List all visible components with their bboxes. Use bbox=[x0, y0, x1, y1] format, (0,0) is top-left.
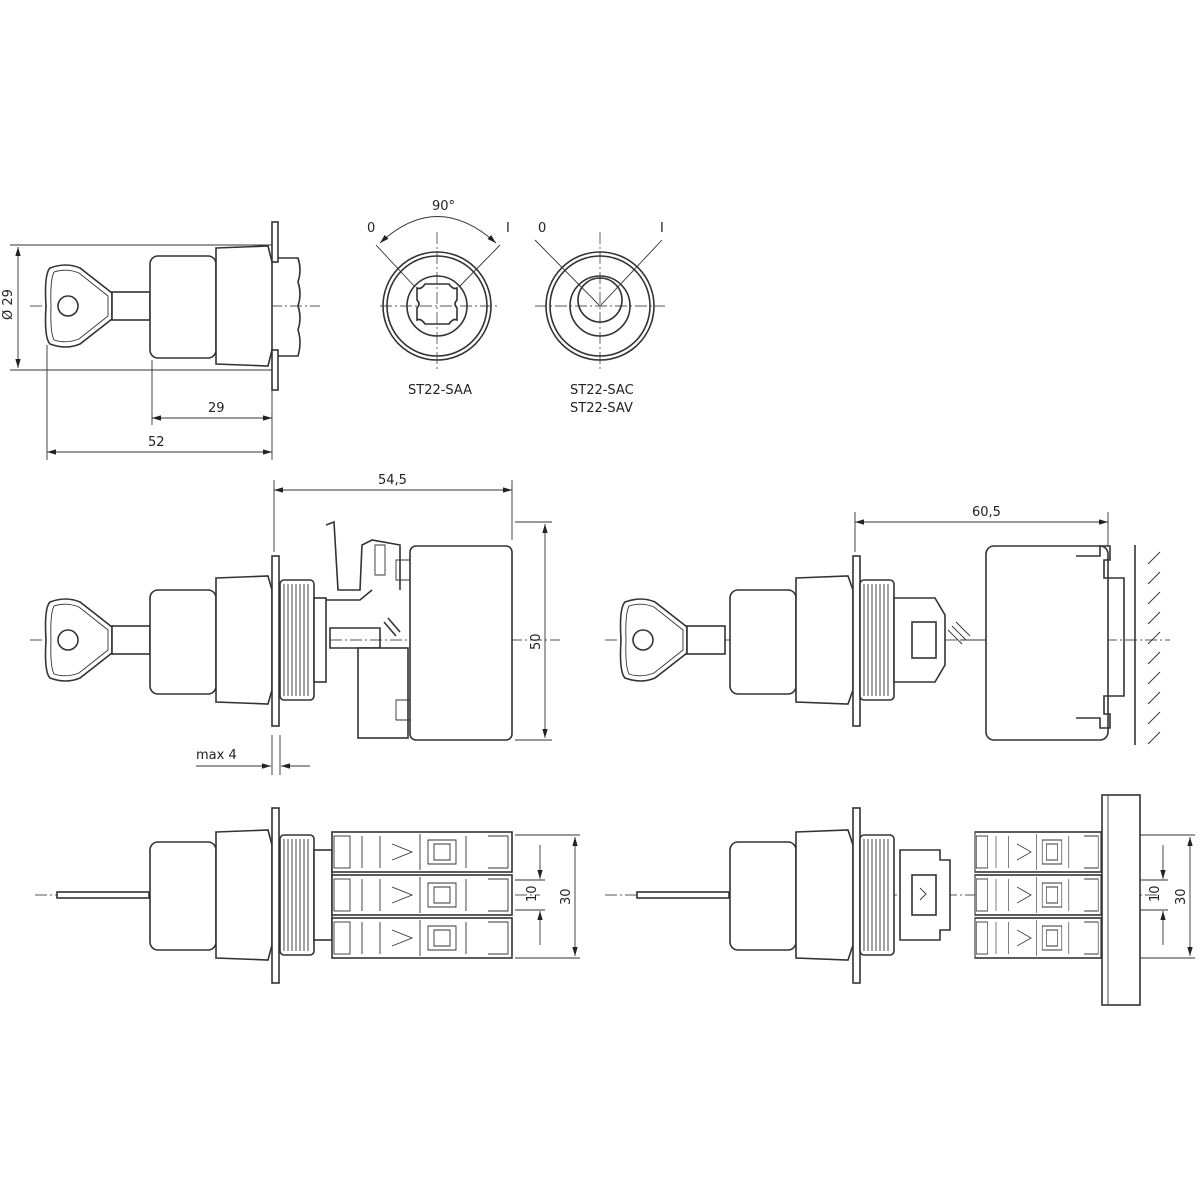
position-diagram-saa: 90° 0 I ST22-SAA bbox=[367, 199, 510, 398]
dim-body-length-label: 29 bbox=[208, 401, 225, 416]
top-profile-view: Ø 29 29 52 bbox=[1, 221, 320, 460]
dim-pitch-label: 10 bbox=[525, 885, 540, 902]
position-on-label: I bbox=[506, 221, 510, 236]
dim-width-label: 30 bbox=[559, 888, 574, 905]
dim-depth-label-2: 60,5 bbox=[972, 505, 1001, 520]
dim-panel-thickness-label: max 4 bbox=[196, 748, 237, 763]
dim-pitch-label-2: 10 bbox=[1148, 885, 1163, 902]
position-off-label: 0 bbox=[367, 221, 375, 236]
bottom-view-right: 10 30 bbox=[605, 794, 1195, 1006]
variant-sac-label: ST22-SAC bbox=[570, 383, 634, 398]
position-off-label-2: 0 bbox=[538, 221, 546, 236]
variant-sav-label: ST22-SAV bbox=[570, 401, 633, 416]
angle-label: 90° bbox=[432, 199, 455, 214]
position-diagram-sac-sav: 0 I ST22-SAC ST22-SAV bbox=[534, 221, 665, 416]
dim-depth-label: 54,5 bbox=[378, 473, 407, 488]
side-view-right: 60,5 bbox=[605, 505, 1170, 745]
dim-height-label: 50 bbox=[529, 633, 544, 650]
dim-width-label-2: 30 bbox=[1174, 888, 1189, 905]
variant-saa-label: ST22-SAA bbox=[408, 383, 472, 398]
side-view-left: 54,5 50 max 4 bbox=[30, 473, 560, 775]
dim-diameter-label: Ø 29 bbox=[1, 289, 16, 320]
bottom-view-left: 10 30 bbox=[35, 807, 580, 984]
position-on-label-2: I bbox=[660, 221, 664, 236]
dim-total-length-label: 52 bbox=[148, 435, 165, 450]
